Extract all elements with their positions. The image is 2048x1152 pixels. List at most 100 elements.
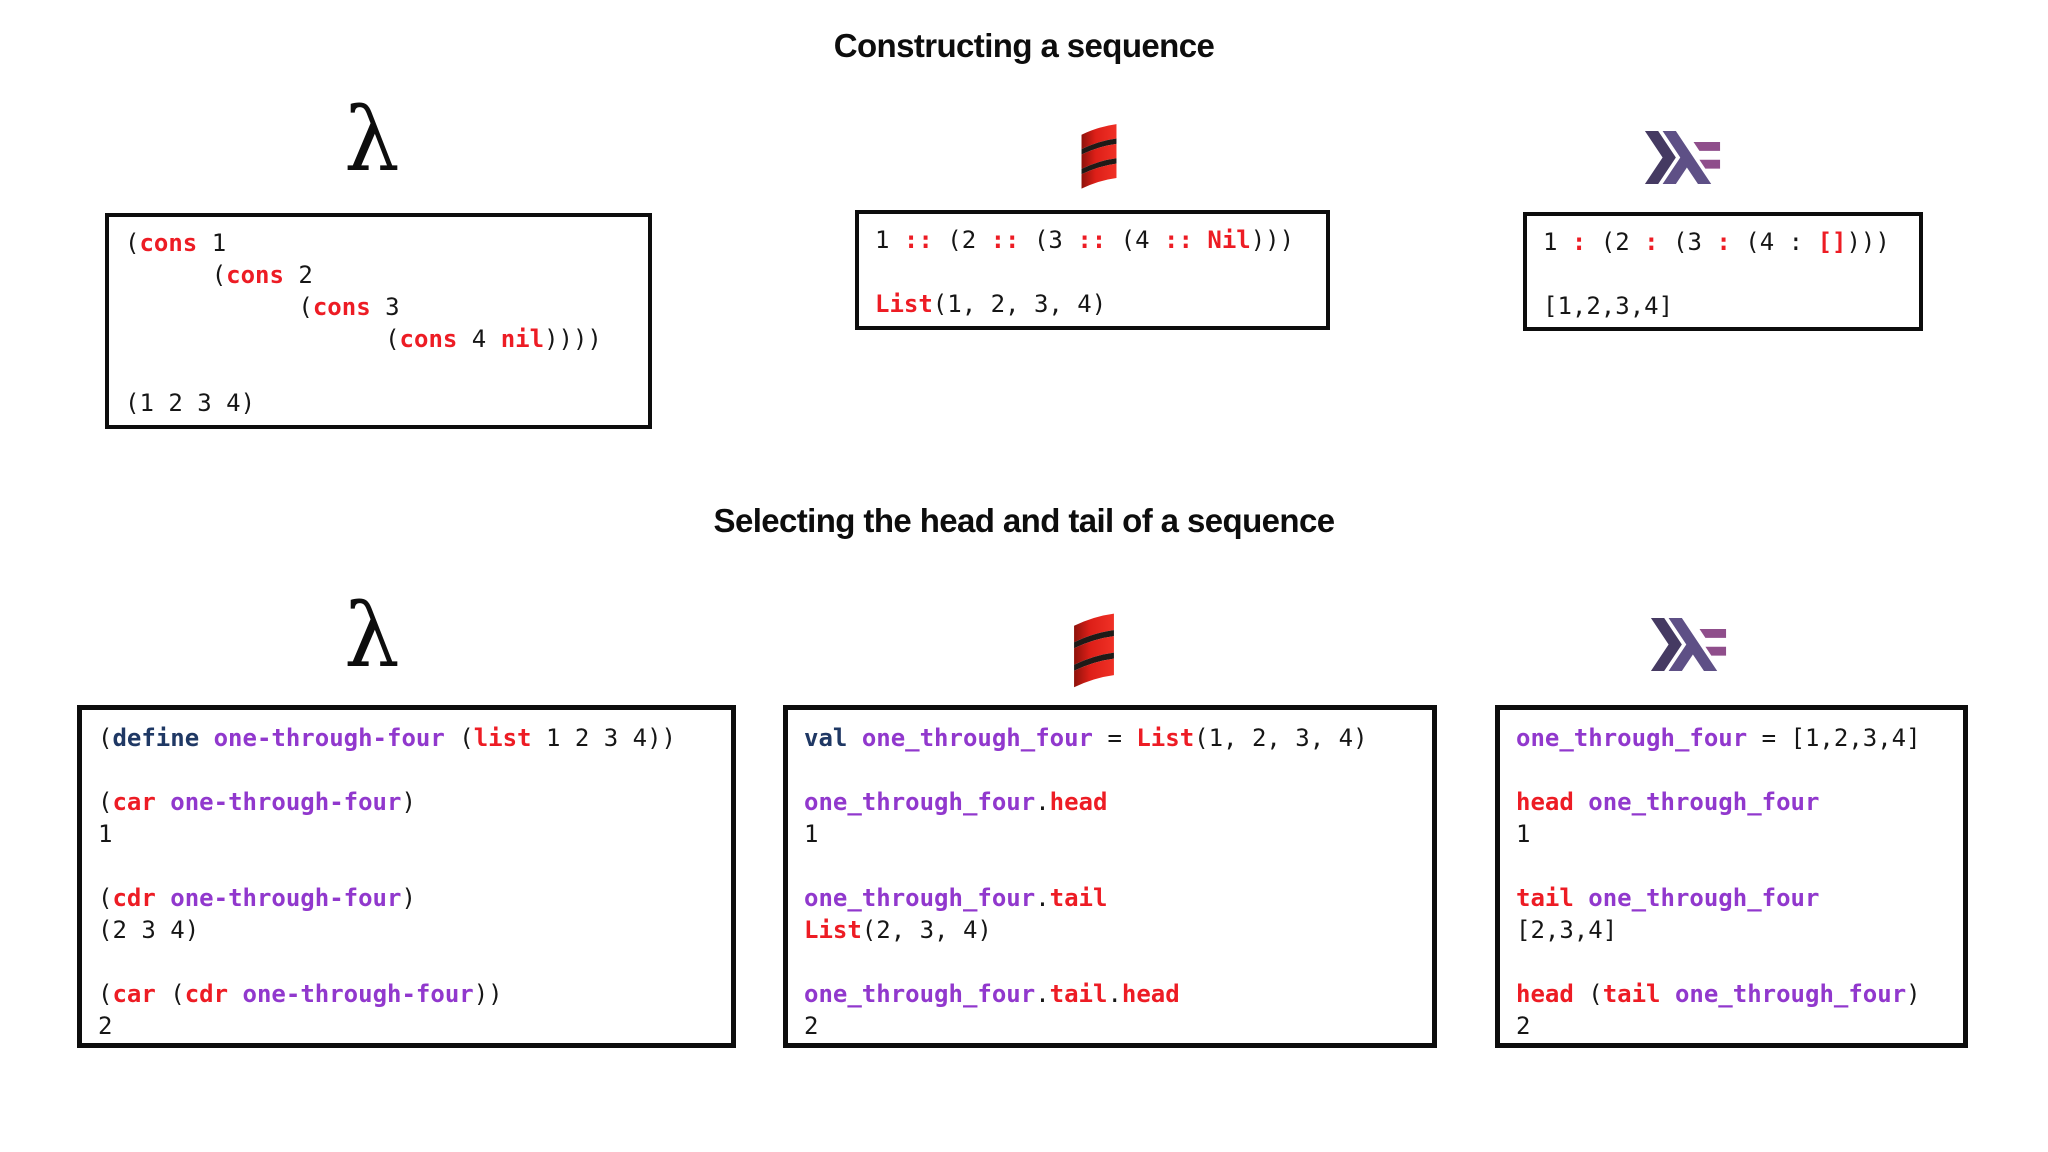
code-line: (cons 3	[125, 291, 632, 323]
code-token: car	[112, 980, 156, 1008]
code-token: 2	[1516, 1012, 1531, 1040]
code-token: head	[1121, 980, 1180, 1008]
codebox-select-haskell: one_through_four = [1,2,3,4] head one_th…	[1495, 705, 1968, 1048]
code-line: (cons 1	[125, 227, 632, 259]
code-line: 2	[804, 1010, 1416, 1042]
code-token: tail	[1516, 884, 1574, 912]
code-line: 1	[98, 818, 715, 850]
code-token: one-through-four	[170, 788, 402, 816]
code-token: tail	[1602, 980, 1661, 1008]
code-line	[1516, 850, 1947, 882]
code-token: cons	[226, 261, 284, 289]
code-token: cons	[139, 229, 198, 257]
code-line	[98, 754, 715, 786]
code-line: 2	[98, 1010, 715, 1042]
code-token	[1661, 980, 1675, 1008]
code-token: []	[1817, 228, 1847, 256]
code-token: ))))	[544, 325, 602, 353]
code-token: [1,2,3,4]	[1543, 292, 1674, 320]
code-token	[847, 724, 861, 752]
code-token	[1574, 788, 1588, 816]
code-token: 2	[804, 1012, 819, 1040]
scala-logo-icon	[1072, 611, 1116, 689]
code-token: head	[1516, 788, 1574, 816]
code-line: one_through_four.tail.head	[804, 978, 1416, 1010]
code-line: 1 : (2 : (3 : (4 : [])))	[1543, 226, 1903, 258]
code-token: = [1,2,3,4]	[1747, 724, 1921, 752]
code-token	[199, 724, 213, 752]
code-line: head one_through_four	[1516, 786, 1947, 818]
code-token: (	[125, 261, 227, 289]
code-line: one_through_four.tail	[804, 882, 1416, 914]
code-token: List	[804, 916, 862, 944]
code-token: (2	[932, 226, 991, 254]
code-token: (	[1573, 980, 1603, 1008]
code-token: List	[875, 290, 933, 318]
code-token: )))	[1846, 228, 1890, 256]
code-token: 1	[1516, 820, 1531, 848]
code-token: one_through_four	[1674, 980, 1907, 1008]
code-token: )))	[1250, 226, 1295, 254]
code-token: tail	[1049, 884, 1108, 912]
code-token: 2	[283, 261, 313, 289]
code-token: .	[1035, 884, 1050, 912]
code-token: :	[1716, 228, 1731, 256]
code-token: 3	[370, 293, 400, 321]
code-token: head	[1516, 980, 1574, 1008]
code-line	[804, 946, 1416, 978]
code-token: List	[1136, 724, 1195, 752]
code-token: )	[1906, 980, 1921, 1008]
code-line	[875, 256, 1310, 288]
lambda-icon: λ	[344, 88, 400, 191]
code-line: (1 2 3 4)	[125, 387, 632, 419]
code-line: 1	[804, 818, 1416, 850]
code-token: (3	[1658, 228, 1717, 256]
code-token: ))	[473, 980, 503, 1008]
code-token	[156, 788, 170, 816]
code-token: (1, 2, 3, 4)	[932, 290, 1107, 318]
code-token: head	[1049, 788, 1108, 816]
code-line: (car (cdr one-through-four))	[98, 978, 715, 1010]
code-token: (3	[1019, 226, 1078, 254]
code-line	[125, 355, 632, 387]
code-token: one_through_four	[804, 884, 1036, 912]
code-token: one-through-four	[170, 884, 402, 912]
code-token: (1, 2, 3, 4)	[1194, 724, 1368, 752]
lambda-icon: λ	[344, 584, 400, 687]
code-token: =	[1093, 724, 1137, 752]
code-token: 1 2 3 4))	[531, 724, 676, 752]
code-token: 1	[98, 820, 113, 848]
code-token: 1	[197, 229, 227, 257]
code-line: (define one-through-four (list 1 2 3 4))	[98, 722, 715, 754]
code-token: (	[125, 229, 140, 257]
code-line: tail one_through_four	[1516, 882, 1947, 914]
code-token: nil	[500, 325, 545, 353]
code-token: 4	[457, 325, 501, 353]
code-token: (2	[1586, 228, 1645, 256]
code-token: cons	[399, 325, 458, 353]
code-line	[98, 946, 715, 978]
code-token: )	[401, 788, 416, 816]
code-line: List(2, 3, 4)	[804, 914, 1416, 946]
code-token: cons	[312, 293, 371, 321]
code-token: (2, 3, 4)	[861, 916, 992, 944]
code-token: ::	[1077, 226, 1107, 254]
code-line	[804, 850, 1416, 882]
code-token: ::	[903, 226, 933, 254]
code-line: val one_through_four = List(1, 2, 3, 4)	[804, 722, 1416, 754]
code-token: cdr	[184, 980, 229, 1008]
code-token: one_through_four	[804, 788, 1036, 816]
code-token: car	[112, 788, 156, 816]
codebox-construct-scala: 1 :: (2 :: (3 :: (4 :: Nil))) List(1, 2,…	[855, 210, 1330, 330]
code-token: Nil	[1207, 226, 1251, 254]
codebox-construct-lisp: (cons 1 (cons 2 (cons 3 (cons 4 nil)))) …	[105, 213, 652, 429]
code-line: (cons 4 nil))))	[125, 323, 632, 355]
code-token: one_through_four	[1588, 884, 1820, 912]
code-line: [2,3,4]	[1516, 914, 1947, 946]
code-line	[1543, 258, 1903, 290]
code-token: (4	[1106, 226, 1165, 254]
code-token: (	[98, 724, 113, 752]
code-token: ::	[990, 226, 1020, 254]
code-token: (	[98, 980, 113, 1008]
code-token	[1574, 884, 1588, 912]
